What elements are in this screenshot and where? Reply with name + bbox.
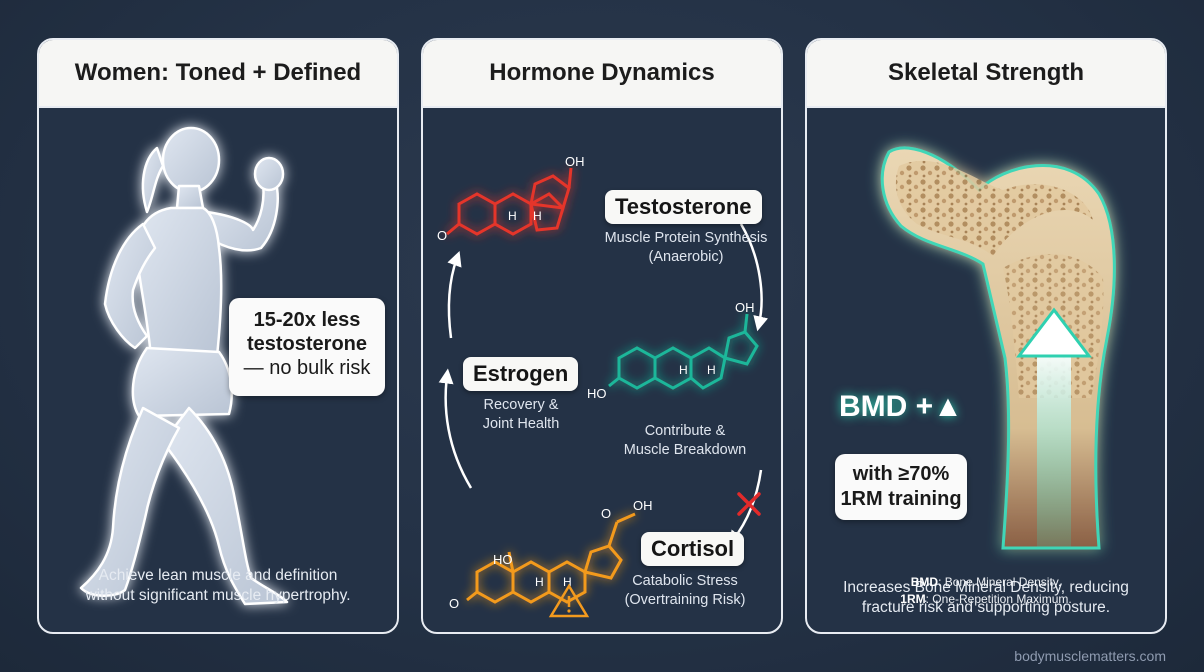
caption-line: Achieve lean muscle and definition [98, 567, 338, 584]
panel-women-body: 15-20x less testosterone — no bulk risk … [39, 108, 397, 632]
cortisol-oh-label: OH [633, 498, 653, 513]
blocked-x-icon [737, 492, 761, 516]
femur-bone-illustration [880, 146, 1116, 550]
cortisol-h-label: H [535, 575, 544, 589]
estrogen-ho-label: HO [587, 386, 607, 401]
bubble-line: 15-20x less [253, 309, 361, 331]
estrogen-oh-label: OH [735, 300, 755, 315]
footnote-abbr: 1RM [900, 592, 926, 606]
panel-skeletal: Skeletal Strength [805, 38, 1167, 634]
panel-women: Women: Toned + Defined [37, 38, 399, 634]
footnote-text: : Bone Mineral Density. [938, 575, 1062, 589]
panel-women-caption: Achieve lean muscle and definition witho… [39, 566, 397, 606]
footnote-abbr: BMD [910, 575, 939, 589]
estrogen-h-label-2: H [707, 363, 716, 377]
bubble-line: with ≥70% [852, 463, 950, 485]
panel-hormones-title: Hormone Dynamics [423, 40, 781, 108]
desc-line: Catabolic Stress [632, 573, 738, 589]
cortisol-molecule-icon [466, 512, 636, 604]
cortisol-h-label-2: H [563, 575, 572, 589]
bubble-line: 1RM training [840, 488, 962, 510]
arrow-testosterone-to-estrogen [739, 223, 768, 332]
panel-hormones: Hormone Dynamics O OH H H [421, 38, 783, 634]
desc-line: Recovery & [483, 397, 559, 413]
estrogen-label: Estrogen [463, 357, 579, 391]
desc-line: Contribute & [644, 423, 726, 439]
bubble-line: testosterone [246, 333, 368, 355]
footnote-text: : One-Repetition Maximum. [925, 592, 1072, 606]
contribute-description: Contribute & Muscle Breakdown [605, 422, 765, 460]
caption-line: without significant muscle hypertrophy. [85, 587, 351, 604]
estrogen-molecule-icon [608, 313, 759, 390]
testosterone-molecule-icon [446, 167, 573, 236]
footnote-1rm: 1RM: One-Repetition Maximum. [805, 591, 1167, 608]
testosterone-h-label: H [508, 209, 517, 223]
bmd-increase-label: BMD +▲ [839, 390, 963, 423]
estrogen-h-label: H [679, 363, 688, 377]
desc-line: Muscle Breakdown [623, 442, 747, 458]
arrow-estrogen-to-testosterone [447, 250, 462, 339]
watermark: bodymusclematters.com [1014, 648, 1166, 664]
panel-skeletal-body: BMD +▲ with ≥70% 1RM training Increases … [807, 108, 1165, 632]
testosterone-o-label: O [437, 228, 447, 243]
desc-line: Joint Health [482, 416, 560, 432]
cortisol-o-label: O [449, 596, 459, 611]
testosterone-description: Muscle Protein Synthesis (Anaerobic) [593, 229, 779, 267]
cortisol-o-label-2: O [601, 506, 611, 521]
cortisol-ho-label: HO [493, 552, 513, 567]
desc-line: (Anaerobic) [648, 249, 724, 265]
woman-figure-illustration [79, 126, 289, 606]
footnote-bmd: BMD: Bone Mineral Density. [805, 574, 1167, 591]
hormone-cycle-diagram: O OH H H OH HO H H [437, 154, 768, 618]
panel-women-title: Women: Toned + Defined [39, 40, 397, 108]
testosterone-oh-label: OH [565, 154, 585, 169]
caption-line: Increases Bone Mineral Density, reducing [843, 579, 1129, 596]
testosterone-comparison-bubble: 15-20x less testosterone — no bulk risk [229, 298, 385, 396]
estrogen-description: Recovery & Joint Health [457, 396, 585, 434]
desc-line: (Overtraining Risk) [624, 592, 746, 608]
increase-arrow-icon [1015, 307, 1093, 548]
bubble-line: — no bulk risk [243, 357, 371, 379]
arrow-cortisol-to-estrogen [438, 368, 473, 489]
warning-icon [548, 583, 590, 618]
cortisol-label: Cortisol [641, 532, 745, 566]
panel-skeletal-caption: Increases Bone Mineral Density, reducing… [807, 578, 1165, 618]
caption-line: fracture risk and supporting posture. [861, 599, 1111, 616]
cortisol-description: Catabolic Stress (Overtraining Risk) [613, 572, 757, 610]
testosterone-h-label-2: H [533, 209, 542, 223]
training-intensity-bubble: with ≥70% 1RM training [835, 454, 967, 520]
testosterone-label: Testosterone [605, 190, 762, 224]
desc-line: Muscle Protein Synthesis [604, 230, 768, 246]
skeletal-footnotes: BMD: Bone Mineral Density. 1RM: One-Repe… [805, 574, 1167, 608]
panel-hormones-body: O OH H H OH HO H H [423, 108, 781, 632]
panel-skeletal-title: Skeletal Strength [807, 40, 1165, 108]
